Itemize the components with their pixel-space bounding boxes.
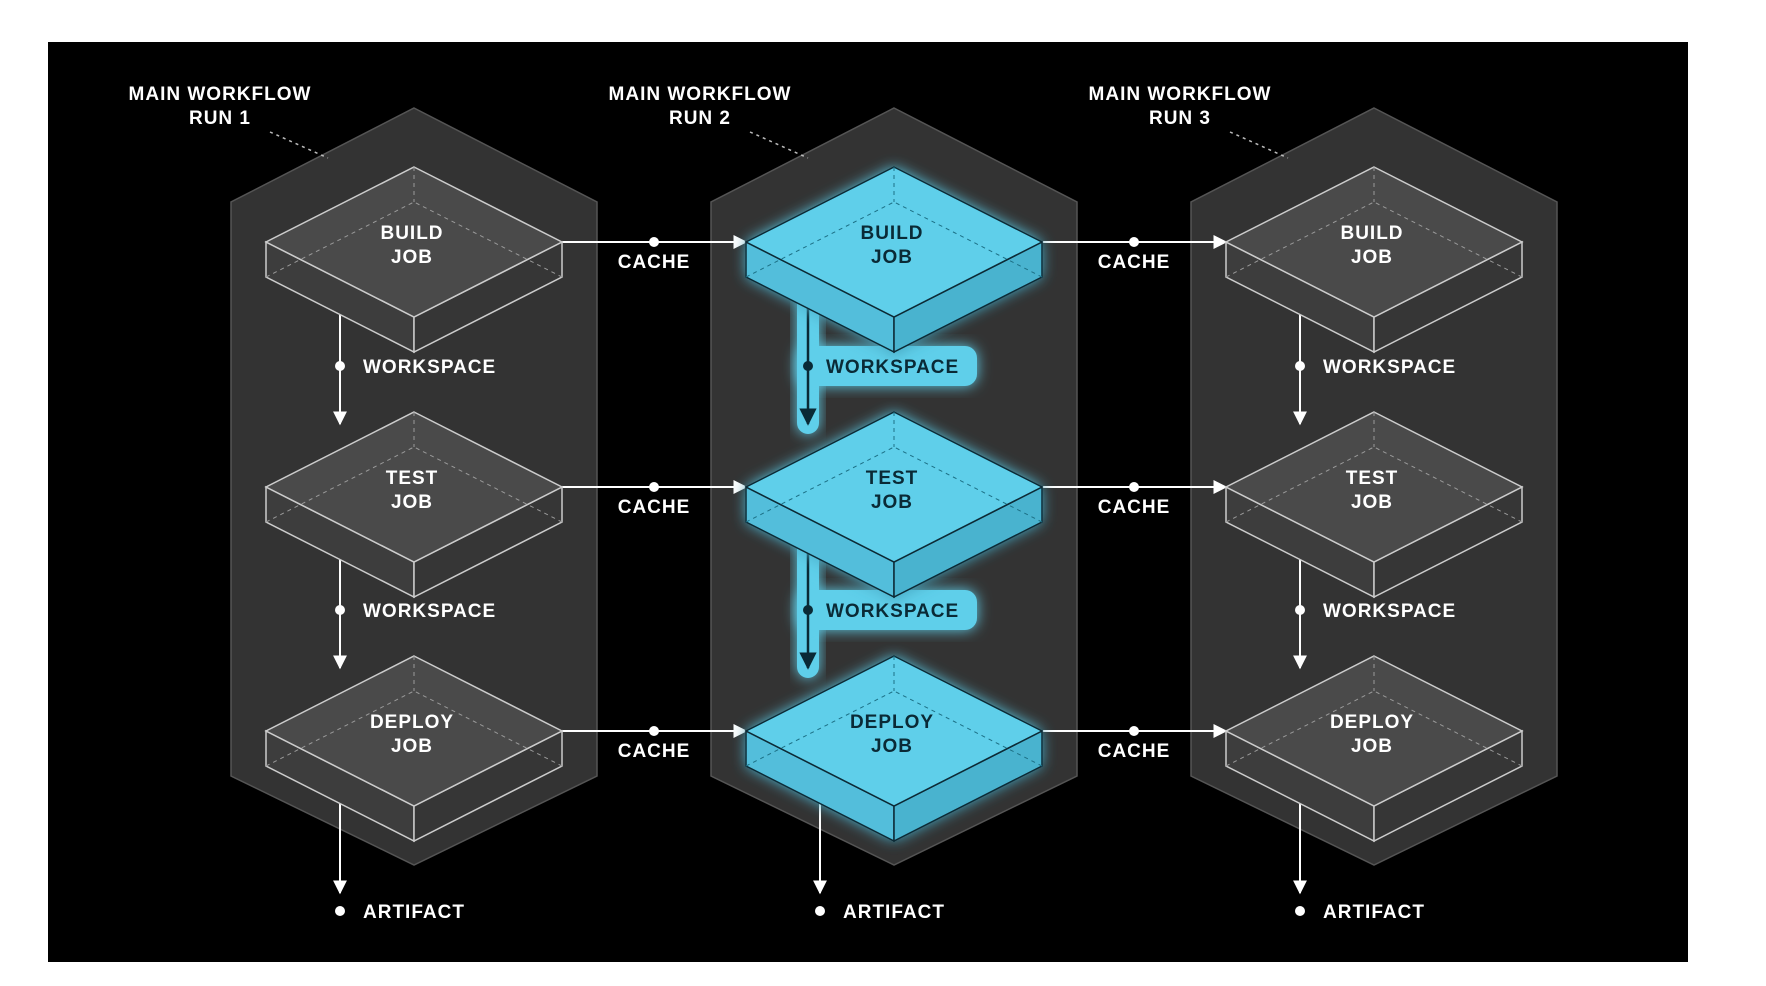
job-block-run2-deploy xyxy=(744,655,1044,843)
artifact-dot xyxy=(335,906,345,916)
workspace-label: WORKSPACE xyxy=(363,601,496,622)
workspace-dot xyxy=(803,361,813,371)
cache-label: CACHE xyxy=(618,497,691,518)
job-label-line2: JOB xyxy=(1351,247,1393,268)
job-label-line2: JOB xyxy=(391,247,433,268)
job-label-line2: JOB xyxy=(1351,736,1393,757)
job-label-line2: JOB xyxy=(1351,492,1393,513)
job-block-run3-test xyxy=(1224,411,1524,599)
job-label-line1: DEPLOY xyxy=(1330,712,1414,733)
cache-dot xyxy=(1129,726,1139,736)
workspace-dot xyxy=(1295,605,1305,615)
job-top xyxy=(1224,411,1524,563)
cache-label: CACHE xyxy=(1098,497,1171,518)
job-label-line1: BUILD xyxy=(380,223,443,244)
job-top xyxy=(1224,166,1524,318)
job-top xyxy=(264,166,564,318)
run-title-line1: MAIN WORKFLOW xyxy=(129,84,312,105)
workspace-dot xyxy=(803,605,813,615)
cache-label: CACHE xyxy=(618,252,691,273)
cache-dot xyxy=(649,726,659,736)
job-label-line2: JOB xyxy=(871,247,913,268)
job-top xyxy=(744,655,1044,807)
job-top xyxy=(1224,655,1524,807)
job-label-line1: DEPLOY xyxy=(850,712,934,733)
run-title-line2: RUN 3 xyxy=(1149,108,1211,129)
workspace-pill xyxy=(797,346,977,386)
workspace-label: WORKSPACE xyxy=(826,601,959,622)
job-label-line1: TEST xyxy=(386,468,439,489)
job-label-line2: JOB xyxy=(391,736,433,757)
run-title-line1: MAIN WORKFLOW xyxy=(1089,84,1272,105)
job-label-line1: BUILD xyxy=(860,223,923,244)
job-label-line2: JOB xyxy=(871,492,913,513)
job-top xyxy=(744,166,1044,318)
cache-dot xyxy=(649,482,659,492)
job-block-run2-build xyxy=(744,166,1044,354)
workspace-dot xyxy=(335,605,345,615)
job-block-run2-test xyxy=(744,411,1044,599)
workspace-pill xyxy=(797,590,977,630)
artifact-dot xyxy=(815,906,825,916)
cache-dot xyxy=(1129,237,1139,247)
cache-dot xyxy=(649,237,659,247)
job-block-run1-deploy xyxy=(264,655,564,843)
job-top xyxy=(264,655,564,807)
job-label-line1: BUILD xyxy=(1340,223,1403,244)
job-label-line2: JOB xyxy=(391,492,433,513)
job-block-run3-deploy xyxy=(1224,655,1524,843)
run-title-line1: MAIN WORKFLOW xyxy=(609,84,792,105)
job-top xyxy=(744,411,1044,563)
run-title-line2: RUN 2 xyxy=(669,108,731,129)
job-label-line1: TEST xyxy=(1346,468,1399,489)
artifact-label: ARTIFACT xyxy=(363,902,465,923)
workspace-label: WORKSPACE xyxy=(1323,357,1456,378)
job-top xyxy=(264,411,564,563)
job-label-line1: DEPLOY xyxy=(370,712,454,733)
job-label-line1: TEST xyxy=(866,468,919,489)
workspace-label: WORKSPACE xyxy=(826,357,959,378)
job-block-run3-build xyxy=(1224,166,1524,354)
run-title-line2: RUN 1 xyxy=(189,108,251,129)
job-block-run1-test xyxy=(264,411,564,599)
artifact-dot xyxy=(1295,906,1305,916)
artifact-label: ARTIFACT xyxy=(843,902,945,923)
artifact-label: ARTIFACT xyxy=(1323,902,1425,923)
workspace-dot xyxy=(335,361,345,371)
cache-label: CACHE xyxy=(1098,252,1171,273)
cache-label: CACHE xyxy=(618,741,691,762)
job-block-run1-build xyxy=(264,166,564,354)
workspace-label: WORKSPACE xyxy=(363,357,496,378)
workspace-dot xyxy=(1295,361,1305,371)
cache-label: CACHE xyxy=(1098,741,1171,762)
workspace-label: WORKSPACE xyxy=(1323,601,1456,622)
cache-dot xyxy=(1129,482,1139,492)
job-label-line2: JOB xyxy=(871,736,913,757)
